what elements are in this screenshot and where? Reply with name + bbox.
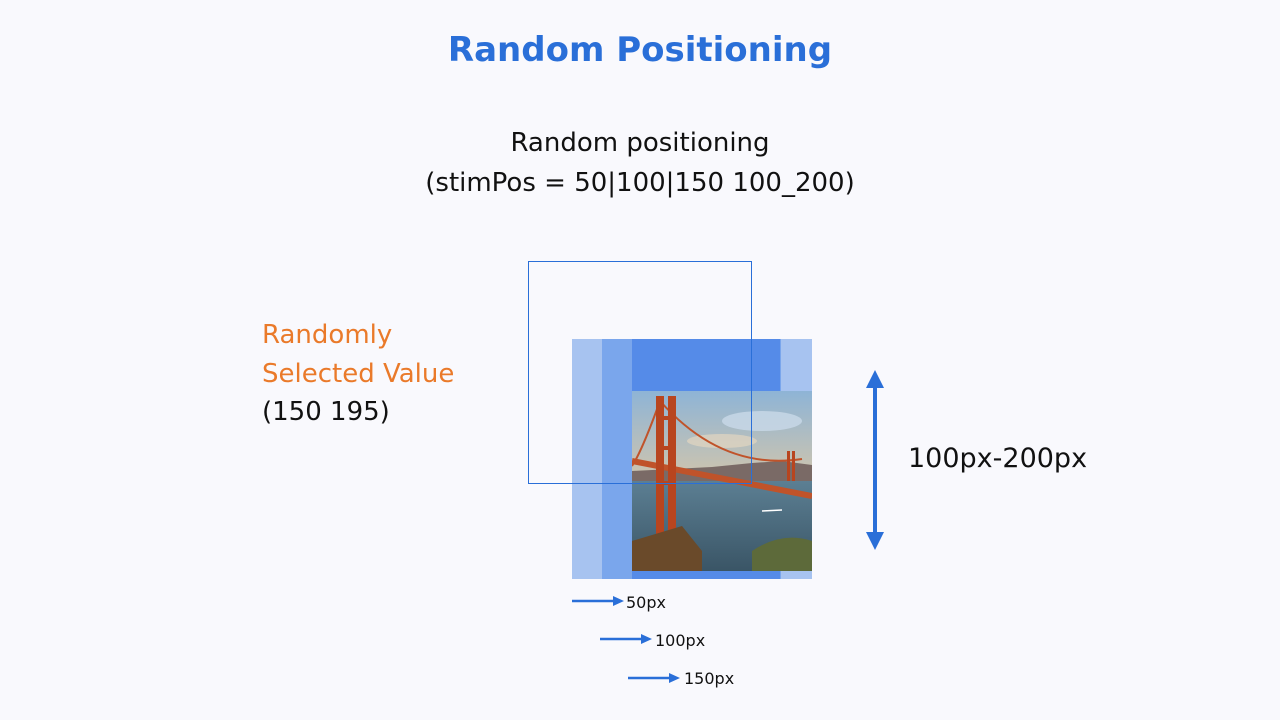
vertical-range-label: 100px-200px (908, 443, 1088, 474)
offset-label-100: 100px (655, 631, 706, 650)
offset-label-150: 150px (684, 669, 735, 688)
random-label-line-2: Selected Value (262, 359, 455, 389)
random-selected-value: (150 195) (262, 397, 390, 427)
offset-arrow-100 (600, 634, 652, 644)
subtitle-line-1: Random positioning (510, 128, 770, 158)
page-title: Random Positioning (447, 30, 833, 70)
random-label-line-1: Randomly (262, 320, 393, 350)
vertical-range-arrow (866, 370, 884, 550)
offset-arrow-150 (628, 673, 680, 683)
subtitle-line-2: (stimPos = 50|100|150 100_200) (425, 168, 855, 198)
offset-label-50: 50px (626, 593, 666, 612)
golden-gate-bridge-image (632, 391, 812, 571)
origin-frame (528, 261, 752, 484)
offset-arrow-50 (572, 596, 624, 606)
